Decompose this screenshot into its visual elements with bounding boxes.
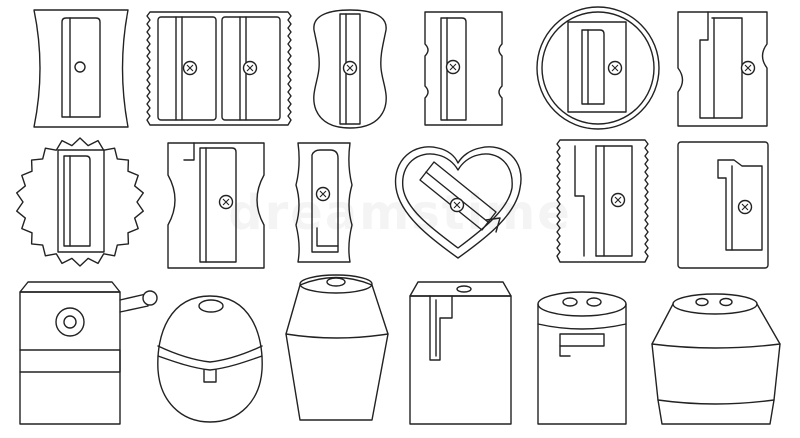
sharpener-cylinder-double-hole-icon [537,291,627,425]
sharpener-small-wavy-icon [295,142,353,263]
sharpener-notched-icon [424,11,503,126]
sharpener-curved-sides-icon [167,142,265,269]
sharpener-side-slot-icon [677,11,768,127]
sharpener-egg-container-icon [157,295,263,423]
sharpener-barrel-container-icon [285,274,389,421]
sharpener-box-container-icon [409,281,512,425]
sharpener-star-frame-icon [16,137,144,267]
sharpener-concave-sides-icon [33,9,129,128]
sharpener-square-slot-icon [677,141,769,269]
sharpener-serrated-icon [556,139,649,263]
sharpener-crank-box-icon [19,281,158,425]
sharpener-round-frame-icon [536,6,660,130]
sharpener-heart-icon [394,146,522,259]
sharpener-rounded-icon [313,9,387,129]
sharpener-double-blade-icon [146,11,292,126]
sharpener-bell-double-hole-icon [651,293,781,425]
